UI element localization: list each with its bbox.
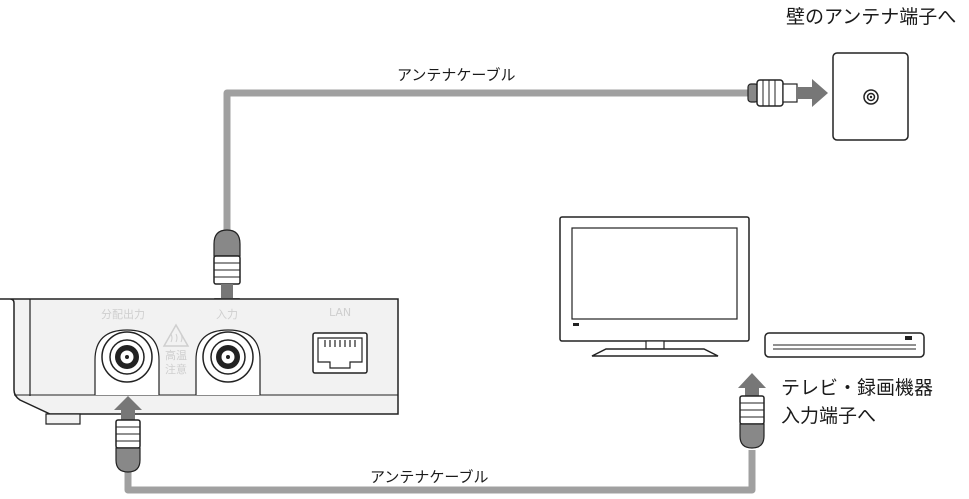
wall-port-label: 壁のアンテナ端子へ [786, 6, 957, 28]
port-split-out-label: 分配出力 [101, 308, 145, 321]
tv-input-label-line1: テレビ・録画機器 [781, 377, 934, 399]
port-lan-label: LAN [329, 306, 352, 319]
hot-surface-warning-icon [162, 323, 190, 347]
warning-line2: 注意 [165, 363, 187, 376]
warning-text: 高温 注意 [164, 349, 188, 377]
television [559, 216, 750, 357]
arrow-to-wall-icon [797, 79, 828, 107]
cable-bottom-label: アンテナケーブル [370, 468, 489, 486]
antenna-cable-top [223, 89, 752, 230]
arrow-up-to-tv-icon [738, 373, 766, 396]
input-plug-connector [213, 229, 241, 285]
wall-plug-connector [747, 79, 798, 107]
output-plug-connector [115, 419, 141, 473]
wall-antenna-outlet [832, 52, 909, 141]
tv-plug-connector [739, 395, 765, 449]
arrow-up-to-output-icon [114, 396, 142, 420]
warning-line1: 高温 [165, 349, 187, 362]
cable-top-label: アンテナケーブル [397, 66, 516, 84]
port-in-label: 入力 [216, 308, 238, 321]
antenna-device [0, 298, 399, 425]
recorder-device [764, 332, 925, 358]
tv-input-label-line2: 入力端子へ [781, 405, 877, 427]
antenna-cable-bottom [124, 450, 756, 494]
